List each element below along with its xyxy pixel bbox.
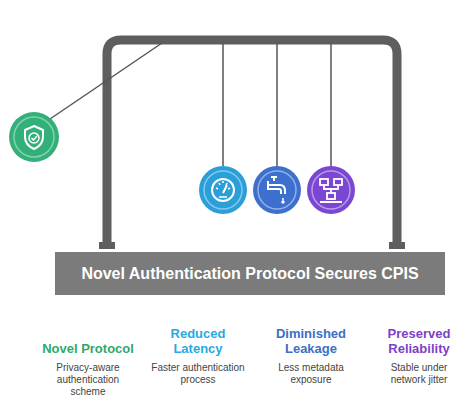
column-heading: Novel Protocol — [38, 341, 138, 357]
string — [222, 44, 224, 166]
title-banner: Novel Authentication Protocol Secures CP… — [55, 252, 445, 295]
column-text: Privacy-aware authentication scheme — [40, 362, 136, 398]
string — [276, 44, 278, 166]
banner-text: Novel Authentication Protocol Secures CP… — [81, 265, 418, 283]
column-text: Faster authentication process — [150, 362, 246, 386]
string — [330, 44, 332, 166]
frame-foot — [389, 242, 405, 249]
strings — [50, 43, 331, 166]
gauge-ball — [199, 166, 247, 214]
faucet-ball — [253, 166, 301, 214]
network-ball — [307, 166, 355, 214]
string — [50, 43, 162, 119]
column-text: Stable under network jitter — [376, 362, 462, 386]
frame — [107, 40, 397, 246]
shield-ball — [9, 112, 59, 162]
column-heading: Preserved Reliability — [376, 326, 462, 357]
column-heading: Diminished Leakage — [259, 326, 363, 357]
column-heading: Reduced Latency — [148, 326, 248, 357]
frame-foot — [99, 242, 115, 249]
cradle-frame — [99, 40, 405, 249]
column-text: Less metadata exposure — [263, 362, 359, 386]
